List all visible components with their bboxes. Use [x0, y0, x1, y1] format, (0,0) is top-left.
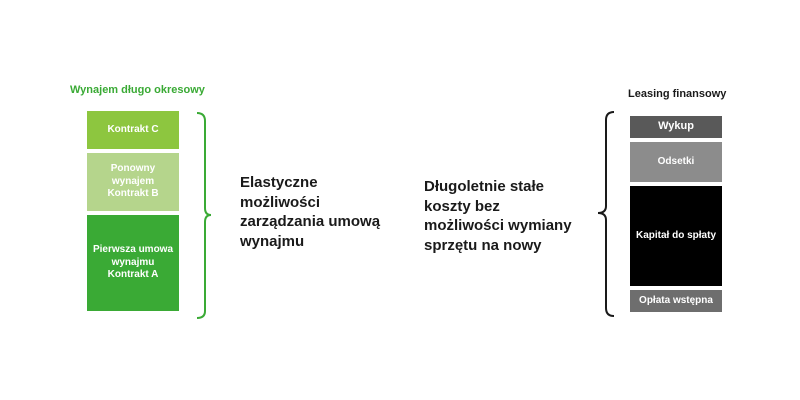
block-kontrakt-a: Pierwsza umowa wynajmu Kontrakt A	[87, 215, 179, 311]
right-group-title: Leasing finansowy	[628, 88, 727, 100]
block-wykup: Wykup	[630, 116, 722, 138]
block-oplata-wstepna: Opłata wstępna	[630, 290, 722, 312]
block-odsetki: Odsetki	[630, 142, 722, 182]
left-group-title: Wynajem długo okresowy	[70, 84, 205, 96]
block-kontrakt-c: Kontrakt C	[87, 111, 179, 149]
left-description: Elastyczne możliwości zarządzania umową …	[240, 174, 381, 250]
block-kontrakt-b: Ponowny wynajem Kontrakt B	[87, 153, 179, 211]
right-description: Długoletnie stałe koszty bez możliwości …	[424, 178, 572, 254]
block-kapital: Kapitał do spłaty	[630, 186, 722, 286]
